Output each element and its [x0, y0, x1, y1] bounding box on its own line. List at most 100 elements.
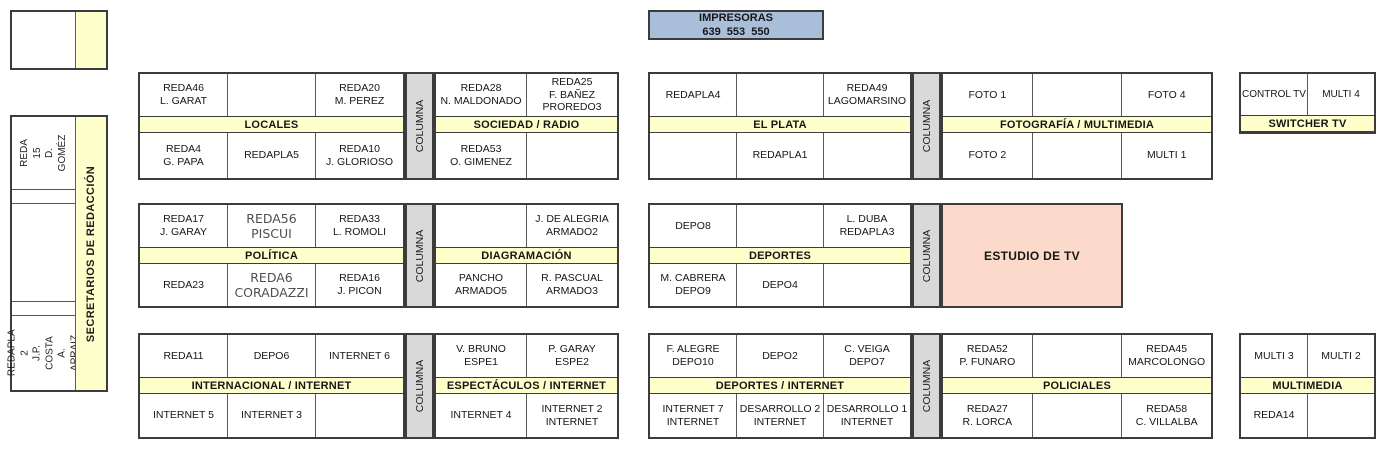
section-label-espectaculos: ESPECTÁCULOS / INTERNET	[436, 377, 617, 394]
desk-cell: INTERNET 6	[315, 335, 403, 377]
desk-row: REDA14	[1241, 394, 1374, 437]
desk-cell	[436, 205, 526, 247]
block-locales: REDA46 L. GARAT REDA20 M. PEREZ LOCALES …	[138, 72, 405, 180]
secretarios-module: REDA 15 D. GOMÉZ REDAPLA 2 J.P. COSTA A.…	[6, 115, 108, 392]
block-espectaculos: V. BRUNO ESPE1 P. GARAY ESPE2 ESPECTÁCUL…	[434, 333, 619, 439]
desk-cell: REDA27 R. LORCA	[962, 402, 1013, 428]
desk-cell: INTERNET 4	[450, 409, 512, 422]
desk-row: CONTROL TV MULTI 4	[1241, 74, 1374, 115]
desk-row: REDA4 G. PAPA REDAPLA5 REDA10 J. GLORIOS…	[140, 133, 403, 178]
desk-cell	[1031, 133, 1122, 178]
columna-strip: COLUMNA	[405, 333, 434, 439]
columna-strip: COLUMNA	[912, 203, 941, 308]
top-left-box	[10, 10, 108, 70]
desk-cell: L. DUBA REDAPLA3	[823, 205, 910, 247]
desk-cell: DESARROLLO 2 INTERNET	[736, 394, 823, 437]
desk-cell: REDA6 CORADAZZI	[227, 264, 315, 306]
desk-cell	[736, 205, 823, 247]
section-label-elplata: EL PLATA	[650, 116, 910, 133]
desk-cell: REDA33 L. ROMOLI	[315, 205, 403, 247]
desk-row: REDA23 REDA6 CORADAZZI REDA16 J. PICON	[140, 264, 403, 306]
left-empty-box	[12, 204, 75, 302]
block-politica: REDA17 J. GARAY REDA56 PISCUI REDA33 L. …	[138, 203, 405, 308]
desk-cell: P. GARAY ESPE2	[526, 335, 617, 377]
desk-cell: REDA46 L. GARAT	[159, 82, 208, 107]
section-label-internacional: INTERNACIONAL / INTERNET	[140, 377, 403, 394]
block-policiales: REDA52 P. FUNARO REDA45 MARCOLONGO POLIC…	[941, 333, 1213, 439]
desk-row: INTERNET 4 INTERNET 2 INTERNET	[436, 394, 617, 437]
desk-cell: REDA17 J. GARAY	[159, 213, 208, 238]
desk-cell	[227, 74, 315, 116]
columna-label: COLUMNA	[413, 229, 426, 282]
top-left-box-yellow	[75, 12, 106, 68]
desk-row: REDA27 R. LORCA REDA58 C. VILLALBA	[943, 394, 1211, 437]
desk-cell: REDAPLA1	[736, 133, 823, 178]
desk-cell: REDA20 M. PEREZ	[315, 74, 403, 116]
columna-label: COLUMNA	[920, 359, 933, 413]
columna-label: COLUMNA	[920, 99, 933, 153]
desk-redapla2: REDAPLA 2 J.P. COSTA A. APRAIZ	[6, 316, 80, 390]
desk-cell: M. CABRERA DEPO9	[660, 272, 726, 297]
columna-label: COLUMNA	[413, 359, 426, 413]
desk-cell: CONTROL TV	[1242, 88, 1306, 100]
desk-row: REDA28 N. MALDONADO REDA25 F. BAÑEZ PROR…	[436, 74, 617, 116]
section-label-locales: LOCALES	[140, 116, 403, 133]
desk-row: REDA52 P. FUNARO REDA45 MARCOLONGO	[943, 335, 1211, 377]
top-left-box-white	[12, 12, 75, 68]
desk-cell: F. ALEGRE DEPO10	[666, 343, 720, 368]
desk-cell	[1031, 335, 1122, 377]
desk-cell: INTERNET 2 INTERNET	[526, 394, 617, 437]
desk-cell: R. PASCUAL ARMADO3	[526, 264, 617, 306]
desk-cell	[1031, 394, 1122, 437]
desk-cell: MULTI 1	[1121, 133, 1211, 178]
section-label-fotografia: FOTOGRAFÍA / MULTIMEDIA	[943, 116, 1211, 133]
left-desk-column: REDA 15 D. GOMÉZ REDAPLA 2 J.P. COSTA A.…	[6, 117, 80, 390]
desk-row: DEPO8 L. DUBA REDAPLA3	[650, 205, 910, 247]
block-diagramacion: J. DE ALEGRIA ARMADO2 DIAGRAMACIÓN PANCH…	[434, 203, 619, 308]
desk-row: REDA11 DEPO6 INTERNET 6	[140, 335, 403, 377]
left-thin-box	[12, 302, 75, 316]
desk-cell	[823, 133, 910, 178]
desk-cell: REDA58 C. VILLALBA	[1121, 394, 1211, 437]
desk-cell: DEPO8	[675, 219, 711, 232]
desk-cell: REDA56 PISCUI	[227, 205, 315, 247]
block-switcher-tv: CONTROL TV MULTI 4 SWITCHER TV	[1239, 72, 1376, 134]
desk-cell: J. DE ALEGRIA ARMADO2	[526, 205, 617, 247]
desk-cell: REDA45 MARCOLONGO	[1121, 335, 1211, 377]
secretarios-strip: SECRETARIOS DE REDACCIÓN	[75, 117, 106, 390]
desk-cell: REDA28 N. MALDONADO	[440, 82, 522, 107]
section-label-politica: POLÍTICA	[140, 247, 403, 264]
block-multimedia: MULTI 3 MULTI 2 MULTIMEDIA REDA14	[1239, 333, 1376, 439]
desk-row: V. BRUNO ESPE1 P. GARAY ESPE2	[436, 335, 617, 377]
desk-cell	[736, 74, 823, 116]
desk-redapla2-label: REDAPLA 2 J.P. COSTA A. APRAIZ	[6, 329, 80, 377]
desk-cell: FOTO 1	[968, 88, 1007, 101]
desk-row: M. CABRERA DEPO9 DEPO4	[650, 264, 910, 306]
desk-cell: DEPO4	[736, 264, 823, 306]
columna-label: COLUMNA	[920, 229, 933, 282]
desk-cell: DEPO2	[736, 335, 823, 377]
desk-row: FOTO 2 MULTI 1	[943, 133, 1211, 178]
impresoras-box: IMPRESORAS 639 553 550	[648, 10, 824, 40]
section-label-diagramacion: DIAGRAMACIÓN	[436, 247, 617, 264]
desk-cell: REDA11	[163, 349, 204, 362]
desk-row: F. ALEGRE DEPO10 DEPO2 C. VEIGA DEPO7	[650, 335, 910, 377]
desk-cell: REDAPLA5	[227, 133, 315, 178]
desk-row: INTERNET 7 INTERNET DESARROLLO 2 INTERNE…	[650, 394, 910, 437]
desk-reda15-label: REDA 15 D. GOMÉZ	[18, 134, 68, 172]
secretarios-label: SECRETARIOS DE REDACCIÓN	[85, 165, 97, 342]
block-deportes: DEPO8 L. DUBA REDAPLA3 DEPORTES M. CABRE…	[648, 203, 912, 308]
desk-cell: MULTI 3	[1254, 349, 1294, 362]
desk-cell: MULTI 2	[1307, 335, 1374, 377]
columna-strip: COLUMNA	[912, 72, 941, 180]
block-elplata: REDAPLA4 REDA49 LAGOMARSINO EL PLATA RED…	[648, 72, 912, 180]
impresoras-numbers: 639 553 550	[702, 26, 770, 38]
desk-cell	[315, 394, 403, 437]
desk-cell: REDAPLA4	[665, 88, 721, 101]
desk-cell: INTERNET 7 INTERNET	[662, 402, 724, 428]
section-label-switcher: SWITCHER TV	[1241, 115, 1374, 132]
desk-row: REDA53 O. GIMENEZ	[436, 133, 617, 178]
desk-cell: INTERNET 5	[152, 409, 215, 422]
desk-cell: DESARROLLO 1 INTERNET	[823, 394, 910, 437]
